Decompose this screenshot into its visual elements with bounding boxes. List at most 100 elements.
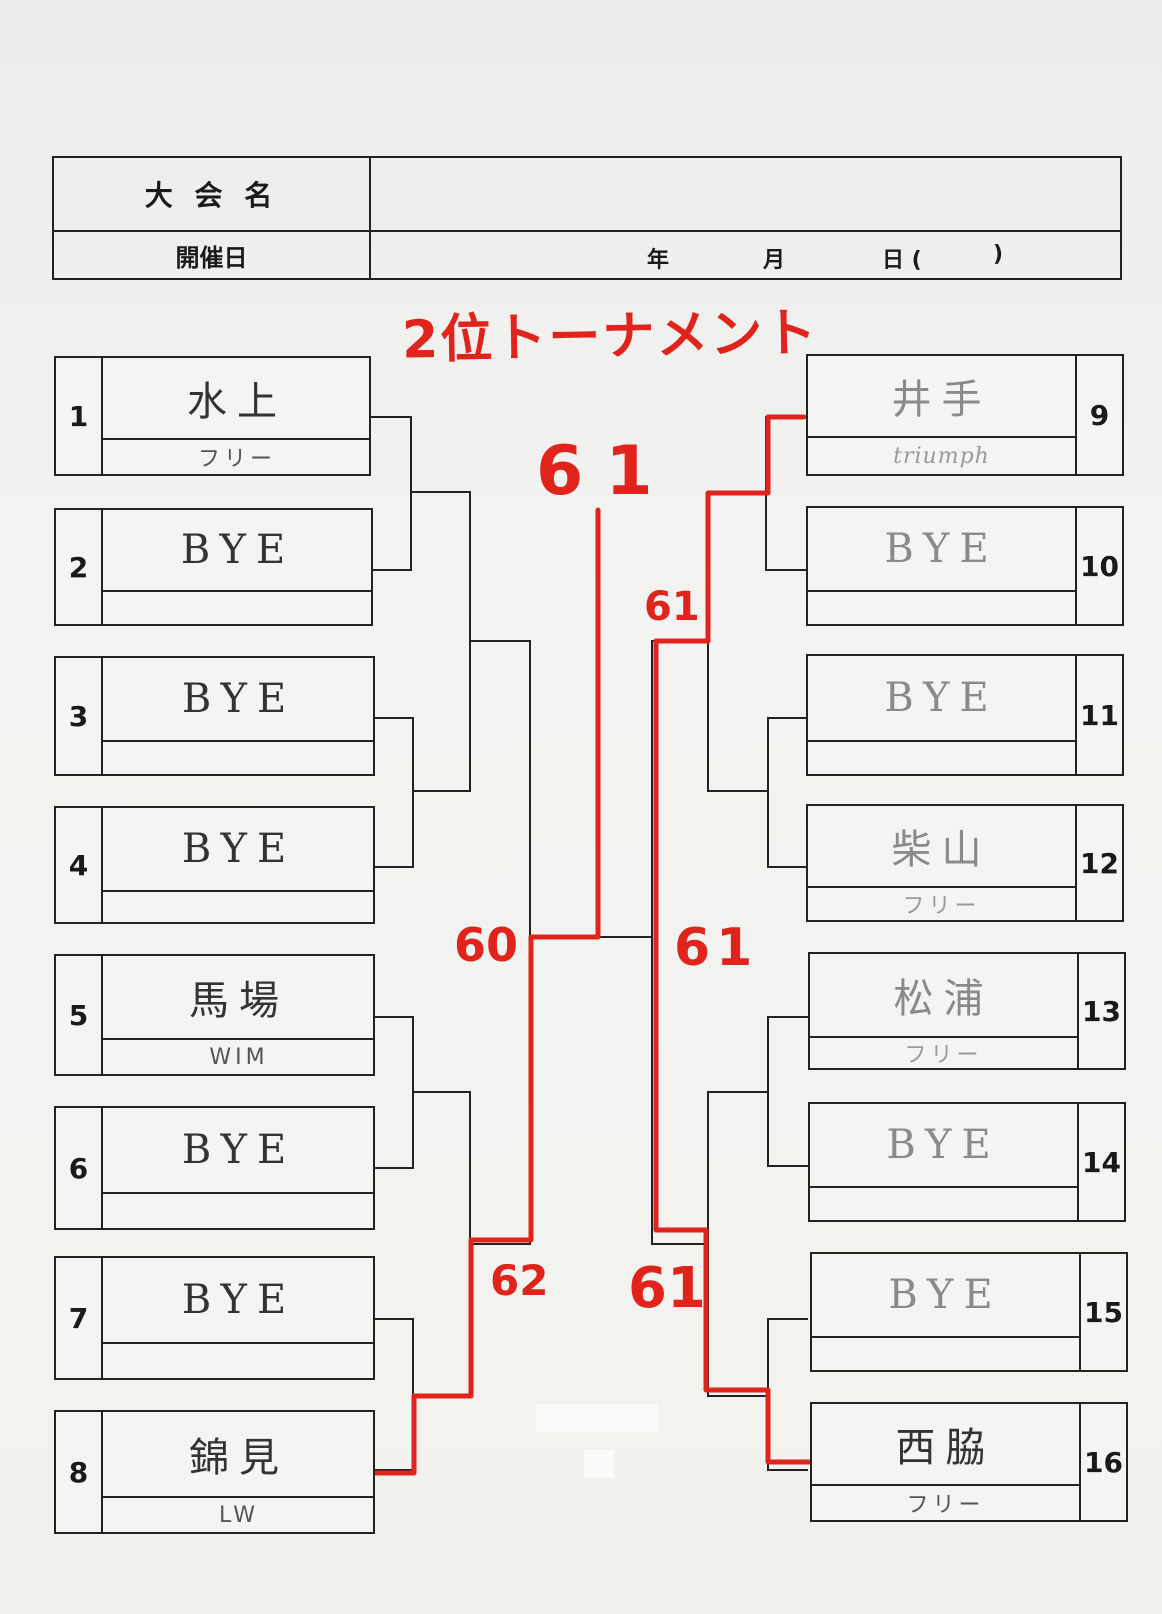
tape-mark: [584, 1450, 614, 1478]
team-divider: [806, 886, 1076, 888]
entry-9: [806, 354, 1124, 476]
entry-15: [810, 1252, 1128, 1372]
entry-13: [808, 952, 1126, 1070]
player-8-team: LW: [219, 1502, 259, 1528]
entry-11: [806, 654, 1124, 776]
seed-divider: [1075, 804, 1077, 922]
score-right-qf-lower: 61: [628, 1256, 706, 1321]
date-paren-close: ): [993, 242, 1004, 267]
player-16-name: 西脇: [895, 1425, 996, 1471]
player-7-team: [103, 1344, 375, 1378]
player-14-name: BYE: [886, 1122, 1001, 1168]
entry-2: [54, 508, 373, 626]
score-right-semi: 61: [674, 918, 759, 978]
seed-divider: [101, 1106, 103, 1230]
seed-divider: [101, 356, 103, 476]
team-divider: [101, 590, 373, 592]
player-1-name: 水上: [187, 379, 287, 425]
score-left-qf: 62: [490, 1256, 549, 1305]
player-13-name: 松浦: [893, 976, 994, 1022]
team-divider: [808, 1036, 1078, 1038]
team-divider: [101, 1038, 375, 1040]
player-2-team: [103, 592, 373, 624]
player-5-name: 馬場: [189, 978, 289, 1024]
seed-divider: [1075, 506, 1077, 626]
seed-9: 9: [1089, 398, 1110, 432]
player-4-team: [103, 892, 375, 922]
player-6-name: BYE: [181, 1127, 297, 1173]
seed-11: 11: [1080, 698, 1119, 732]
seed-divider: [101, 1256, 103, 1380]
player-16-team: フリー: [906, 1493, 985, 1518]
entry-7: [54, 1256, 375, 1380]
score-final: 61: [536, 432, 675, 511]
entry-10: [806, 506, 1124, 626]
team-divider: [808, 1186, 1078, 1188]
team-divider: [101, 740, 375, 742]
entry-3: [54, 656, 375, 776]
player-14-team: [810, 1188, 1077, 1220]
seed-8: 8: [68, 1455, 89, 1489]
entry-4: [54, 806, 375, 924]
team-divider: [101, 1192, 375, 1194]
player-8-name: 錦見: [189, 1435, 289, 1481]
entry-12: [806, 804, 1124, 922]
team-divider: [810, 1336, 1080, 1338]
team-divider: [101, 1496, 375, 1498]
seed-12: 12: [1080, 846, 1119, 880]
player-11-name: BYE: [884, 675, 999, 721]
seed-13: 13: [1082, 994, 1121, 1028]
seed-divider: [1079, 1402, 1081, 1522]
seed-6: 6: [68, 1151, 89, 1185]
player-11-team: [808, 742, 1075, 774]
seed-2: 2: [68, 550, 89, 584]
team-divider: [101, 438, 371, 440]
score-right-qf-upper: 61: [644, 584, 700, 630]
seed-divider: [1075, 354, 1077, 476]
team-divider: [806, 436, 1076, 438]
seed-16: 16: [1084, 1445, 1123, 1479]
header-divider-h: [52, 230, 1122, 232]
player-12-team: フリー: [902, 894, 981, 919]
entry-5: [54, 954, 375, 1076]
player-7-name: BYE: [181, 1277, 297, 1323]
entry-1: [54, 356, 371, 476]
player-4-name: BYE: [181, 826, 297, 872]
entry-16: [810, 1402, 1128, 1522]
entry-8: [54, 1410, 375, 1534]
seed-divider: [101, 1410, 103, 1534]
seed-7: 7: [68, 1301, 89, 1335]
seed-3: 3: [68, 699, 89, 733]
team-divider: [101, 890, 375, 892]
player-12-name: 柴山: [891, 827, 992, 873]
seed-divider: [1077, 952, 1079, 1070]
seed-divider: [101, 656, 103, 776]
player-15-team: [812, 1338, 1079, 1370]
seed-divider: [101, 806, 103, 924]
seed-1: 1: [68, 399, 89, 433]
event-date-label: 開催日: [175, 243, 248, 272]
player-3-name: BYE: [181, 676, 297, 722]
event-name-label: 大 会 名: [144, 179, 279, 212]
player-10-name: BYE: [884, 526, 999, 572]
team-divider: [810, 1484, 1080, 1486]
player-3-team: [103, 742, 375, 774]
player-13-team: フリー: [904, 1043, 983, 1068]
player-10-team: [808, 592, 1075, 624]
seed-divider: [101, 508, 103, 626]
player-15-name: BYE: [888, 1272, 1003, 1318]
date-year: 年: [647, 248, 670, 273]
team-divider: [806, 740, 1076, 742]
team-divider: [806, 590, 1076, 592]
seed-10: 10: [1080, 549, 1119, 583]
player-1-team: フリー: [197, 447, 276, 472]
entry-6: [54, 1106, 375, 1230]
date-month: 月: [763, 248, 786, 273]
seed-divider: [101, 954, 103, 1076]
seed-divider: [1077, 1102, 1079, 1222]
seed-15: 15: [1084, 1295, 1123, 1329]
entry-14: [808, 1102, 1126, 1222]
player-5-team: WIM: [209, 1044, 269, 1070]
